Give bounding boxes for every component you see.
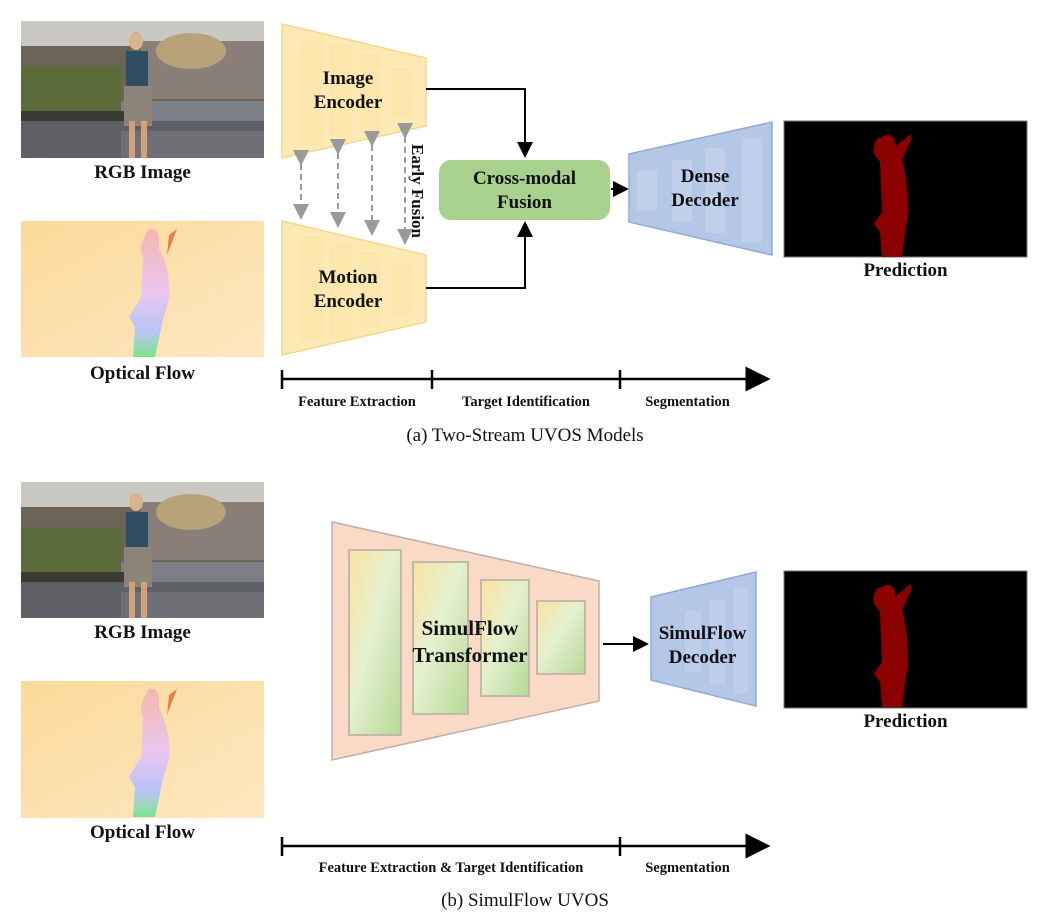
dense-decoder-shape xyxy=(628,121,773,256)
stage-label-feature-target: Feature Extraction & Target Identificati… xyxy=(318,860,584,876)
motion-to-fusion-arrow xyxy=(426,221,533,289)
optical-flow-label-b: Optical Flow xyxy=(89,822,196,843)
image-encoder-label: Image Encoder xyxy=(313,68,383,113)
rgb-image-label-b: RGB Image xyxy=(94,622,191,643)
prediction-mask-b xyxy=(783,570,1028,709)
rgb-image-label-a: RGB Image xyxy=(94,162,191,183)
dense-decoder-label: Dense Decoder xyxy=(671,166,739,211)
early-fusion-label: Early Fusion xyxy=(408,144,427,238)
simulflow-decoder-label: SimulFlow Decoder xyxy=(658,623,747,668)
timeline-b xyxy=(280,833,771,859)
cross-modal-fusion-label: Cross-modal Fusion xyxy=(472,168,577,213)
cross-modal-fusion-box xyxy=(439,160,610,220)
rgb-image-illustration xyxy=(21,21,264,158)
optical-flow-illustration xyxy=(21,681,264,818)
image-to-fusion-arrow xyxy=(426,88,533,158)
stage-label-segmentation-a: Segmentation xyxy=(645,394,730,410)
rgb-image-a xyxy=(21,21,264,158)
stage-label-target-identification: Target Identification xyxy=(462,394,590,410)
caption-b: (b) SimulFlow UVOS xyxy=(441,890,609,911)
rgb-image-illustration xyxy=(21,482,264,618)
optical-flow-image-b xyxy=(21,681,264,818)
prediction-silhouette-a xyxy=(873,134,912,257)
prediction-label-a: Prediction xyxy=(863,260,948,281)
prediction-label-b: Prediction xyxy=(863,711,948,732)
prediction-silhouette-b xyxy=(873,584,912,707)
motion-encoder-label: Motion Encoder xyxy=(313,267,383,312)
early-fusion-arrows xyxy=(293,123,413,245)
image-encoder-shape xyxy=(281,23,427,159)
simulflow-transformer-label: SimulFlow Transformer xyxy=(412,616,528,667)
caption-a: (a) Two-Stream UVOS Models xyxy=(406,425,644,446)
timeline-a xyxy=(280,366,771,392)
rgb-image-b xyxy=(21,482,264,618)
optical-flow-image-a xyxy=(21,221,264,357)
panel-a-diagram xyxy=(280,23,1028,392)
optical-flow-label-a: Optical Flow xyxy=(89,363,196,384)
stage-label-segmentation-b: Segmentation xyxy=(645,860,730,876)
stage-label-feature-extraction: Feature Extraction xyxy=(298,394,416,410)
optical-flow-illustration xyxy=(21,221,264,357)
motion-encoder-shape xyxy=(281,220,427,356)
